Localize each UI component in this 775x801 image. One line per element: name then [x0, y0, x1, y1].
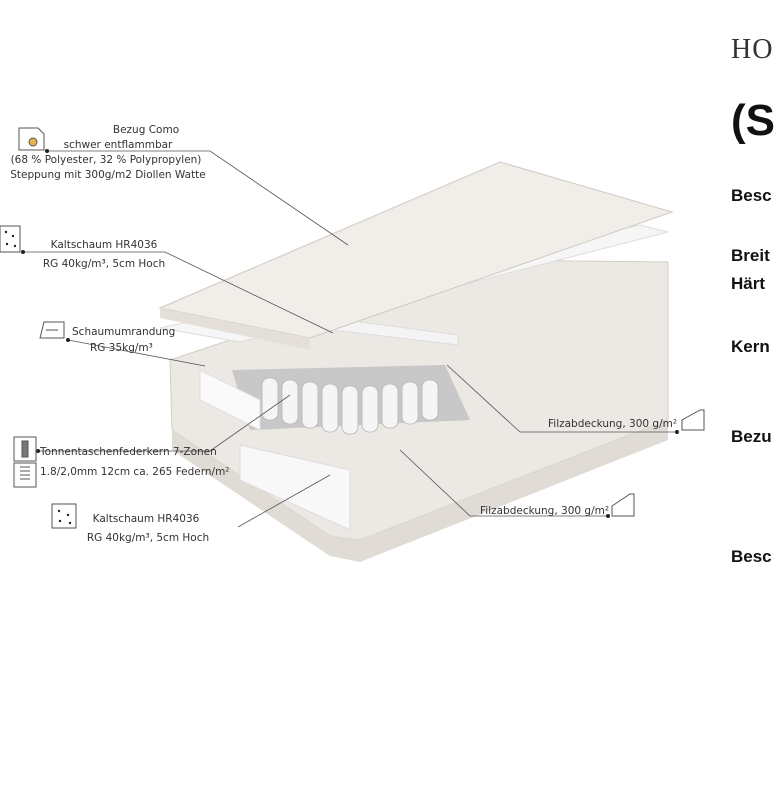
product-title: (St	[731, 96, 775, 145]
label-bezug-material: (68 % Polyester, 32 % Polypropylen)	[11, 154, 202, 166]
felt-right-icon	[681, 409, 705, 431]
label-schaumumrandung-spec: RG 35kg/m³	[90, 342, 153, 354]
label-kaltschaum-top: Kaltschaum HR4036	[51, 239, 158, 251]
label-kaltschaum-top-spec: RG 40kg/m³, 5cm Hoch	[43, 258, 165, 270]
product-details-panel: HO (St Besc Breit Härt Kern Bezu Besc	[731, 0, 775, 801]
label-bezug-quilting: Steppung mit 300g/m2 Diollen Watte	[10, 169, 206, 181]
brand-name: HO	[731, 34, 774, 65]
spring-core-icon	[13, 436, 37, 488]
mattress-image	[158, 161, 674, 562]
label-filzabdeckung-bottom: Filzabdeckung, 300 g/m²	[480, 505, 609, 517]
felt-bottom-icon	[611, 493, 635, 517]
spec-label-bezug: Bezu	[731, 427, 772, 446]
label-kaltschaum-bottom: Kaltschaum HR4036	[93, 513, 200, 525]
mattress-layer-diagram: Bezug Como schwer entflammbar (68 % Poly…	[0, 124, 705, 562]
spec-label-haerte: Härt	[731, 274, 766, 293]
foam-top-icon	[0, 225, 21, 253]
label-kaltschaum-bottom-spec: RG 40kg/m³, 5cm Hoch	[87, 532, 209, 544]
label-schaumumrandung: Schaumumrandung	[72, 326, 175, 338]
cover-fabric-icon	[18, 127, 45, 151]
spec-label-besonderheiten: Besc	[731, 547, 772, 566]
label-tonnentaschenfederkern-spec: 1.8/2,0mm 12cm ca. 265 Federn/m²	[40, 466, 230, 478]
spec-label-breite: Breit	[731, 246, 770, 265]
label-bezug-flame: schwer entflammbar	[64, 139, 173, 151]
label-bezug-title: Bezug Como	[113, 124, 179, 136]
spec-label-kern: Kern	[731, 337, 770, 356]
label-filzabdeckung-right: Filzabdeckung, 300 g/m²	[548, 418, 677, 430]
foam-edge-icon	[39, 321, 65, 339]
foam-bottom-icon	[51, 503, 77, 529]
label-tonnentaschenfederkern: Tonnentaschenfederkern 7-Zonen	[39, 446, 217, 458]
leader-lines	[21, 149, 679, 528]
spec-label-beschreibung: Besc	[731, 186, 772, 205]
